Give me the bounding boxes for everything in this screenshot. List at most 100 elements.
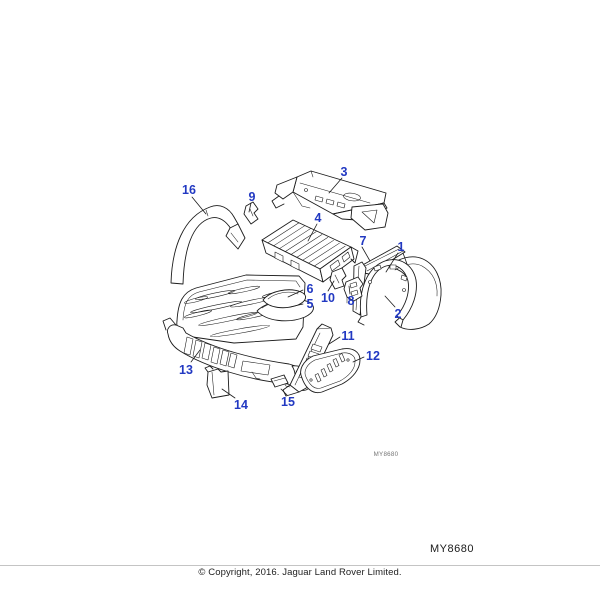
- hole: [368, 280, 372, 284]
- callout-13: 13: [179, 363, 193, 377]
- detail: [310, 170, 314, 178]
- rib: [267, 222, 300, 244]
- callout-8: 8: [348, 294, 355, 308]
- vent: [325, 198, 335, 206]
- callout-11: 11: [341, 329, 354, 343]
- part-14-flap: [204, 365, 230, 399]
- callout-10: 10: [321, 291, 335, 305]
- leader-1a: [385, 252, 399, 273]
- footer-divider: [0, 565, 600, 566]
- louver: [332, 358, 340, 368]
- outline: [262, 289, 306, 309]
- callout-labels: 1 2 3 4 5 6 7 8 9 10 11 12 13 14 15 16: [179, 165, 404, 412]
- slot: [341, 251, 351, 263]
- slot: [329, 259, 341, 272]
- copyright-text: © Copyright, 2016. Jaguar Land Rover Lim…: [198, 567, 402, 578]
- louver: [310, 343, 323, 353]
- rib: [290, 234, 323, 255]
- louver: [338, 353, 346, 363]
- part-4-seat-pan: [261, 219, 359, 283]
- callout-4: 4: [315, 211, 322, 225]
- part-3-bulkhead: [271, 170, 389, 231]
- callout-14: 14: [234, 398, 248, 412]
- part-16-arch-trim: [170, 205, 246, 285]
- leader-1b: [402, 252, 408, 265]
- hole: [304, 188, 308, 192]
- leader-7: [361, 246, 371, 262]
- vent: [336, 201, 346, 209]
- slat: [183, 336, 194, 356]
- left-tab: [162, 317, 177, 331]
- leader-lines: [190, 177, 408, 399]
- leader-5: [289, 303, 304, 308]
- part-9-bracket: [243, 201, 259, 225]
- left-hook: [271, 195, 285, 209]
- cap-line: [316, 327, 332, 330]
- rib-slot: [190, 300, 242, 314]
- callout-7: 7: [360, 234, 367, 248]
- slot: [350, 289, 359, 297]
- rib: [313, 245, 346, 267]
- slot: [274, 251, 284, 263]
- detail: [334, 274, 340, 284]
- slot: [389, 264, 397, 270]
- part-1-inner-arch: [357, 259, 417, 328]
- vent: [314, 195, 324, 203]
- tab: [357, 316, 365, 326]
- rib: [296, 237, 329, 258]
- tab: [204, 365, 214, 373]
- rib: [279, 228, 311, 249]
- rib-slot: [184, 296, 208, 304]
- end-step: [350, 246, 359, 264]
- outline: [359, 259, 417, 321]
- rib-slot: [184, 309, 212, 319]
- detail: [299, 182, 371, 204]
- louver: [314, 373, 322, 383]
- fold-line: [211, 371, 215, 396]
- slat: [227, 352, 238, 369]
- leader-15: [280, 388, 288, 396]
- part-15-plate: [270, 374, 289, 388]
- leader-6: [287, 289, 304, 298]
- leader-4: [307, 223, 318, 242]
- detail: [230, 232, 239, 243]
- outline: [170, 205, 239, 285]
- leader-14: [221, 388, 236, 399]
- callout-12: 12: [366, 349, 380, 363]
- rib: [302, 240, 334, 261]
- leader-10: [327, 280, 335, 292]
- outline: [206, 368, 230, 399]
- leader-12: [352, 356, 365, 363]
- rib: [308, 242, 340, 264]
- left-wing: [274, 176, 298, 200]
- outline: [243, 201, 259, 225]
- leader-3: [328, 177, 343, 194]
- leader-11: [328, 336, 341, 345]
- slat: [201, 342, 212, 361]
- slat: [192, 339, 203, 359]
- outline: [329, 267, 347, 290]
- wide-slot: [240, 360, 271, 376]
- outline: [270, 374, 289, 388]
- hook: [251, 371, 261, 380]
- detail: [362, 248, 400, 268]
- callout-3: 3: [341, 165, 348, 179]
- detail: [249, 208, 254, 217]
- rib-slot: [195, 290, 235, 300]
- louver: [326, 363, 334, 373]
- triangle-hole: [361, 209, 378, 224]
- part-8-bracket: [343, 276, 364, 304]
- slat: [219, 349, 230, 367]
- part-10-bracket: [329, 267, 347, 290]
- callout-15: 15: [281, 395, 295, 409]
- inner-edge: [182, 279, 301, 321]
- slot: [373, 264, 382, 272]
- callout-5: 5: [307, 297, 314, 311]
- callout-1: 1: [398, 240, 405, 254]
- leader-2: [384, 295, 396, 308]
- callout-9: 9: [249, 190, 256, 204]
- diagram-watermark: MY8680: [374, 451, 399, 458]
- rib: [273, 225, 305, 247]
